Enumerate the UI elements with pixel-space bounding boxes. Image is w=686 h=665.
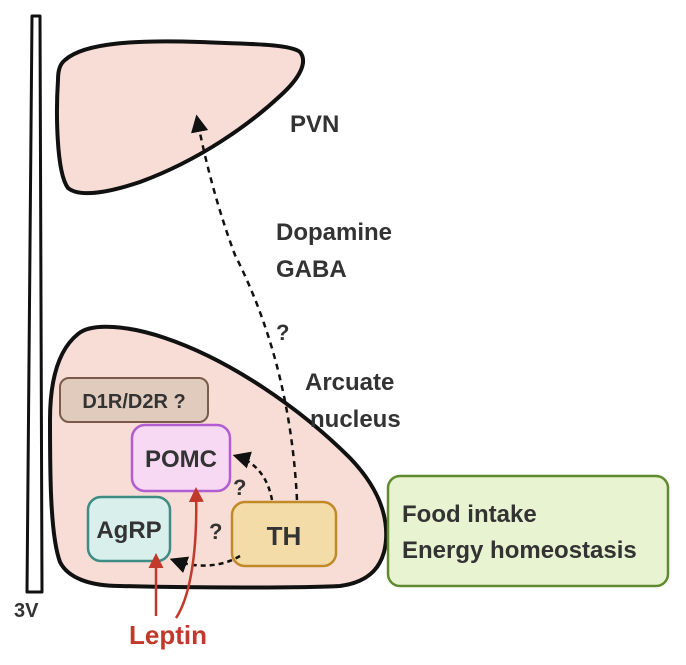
- arcuate-label-line1: Arcuate: [305, 369, 394, 396]
- question-mark-pomc: ?: [233, 475, 246, 500]
- th-box: [230, 500, 338, 568]
- th-to-pomc-arrow: [232, 451, 274, 501]
- arcuate-label-line2: nucleus: [310, 406, 401, 433]
- pvn-region: [55, 39, 306, 196]
- agrp-box: [86, 495, 172, 563]
- th-to-pvn-arrow: [191, 114, 299, 501]
- outcome-line1: Food intake: [402, 501, 537, 528]
- leptin-label: Leptin: [129, 620, 207, 650]
- pvn-label: PVN: [290, 111, 339, 138]
- third-ventricle-shape: [25, 14, 44, 594]
- dopamine-label: Dopamine: [276, 219, 392, 246]
- question-mark-agrp: ?: [209, 519, 222, 544]
- question-mark-upper: ?: [276, 320, 289, 345]
- th-label: TH: [267, 521, 302, 551]
- pomc-box: [130, 423, 232, 493]
- third-ventricle-label: 3V: [14, 600, 39, 622]
- outcome-line2: Energy homeostasis: [402, 537, 637, 564]
- agrp-label: AgRP: [96, 517, 161, 544]
- d1r-d2r-label: D1R/D2R ?: [82, 391, 185, 413]
- pomc-label: POMC: [145, 446, 217, 473]
- leptin-to-pomc-arrow: [174, 487, 204, 619]
- gaba-label: GABA: [276, 256, 347, 283]
- d1r-d2r-box: [59, 377, 209, 423]
- outcome-box: [386, 474, 670, 588]
